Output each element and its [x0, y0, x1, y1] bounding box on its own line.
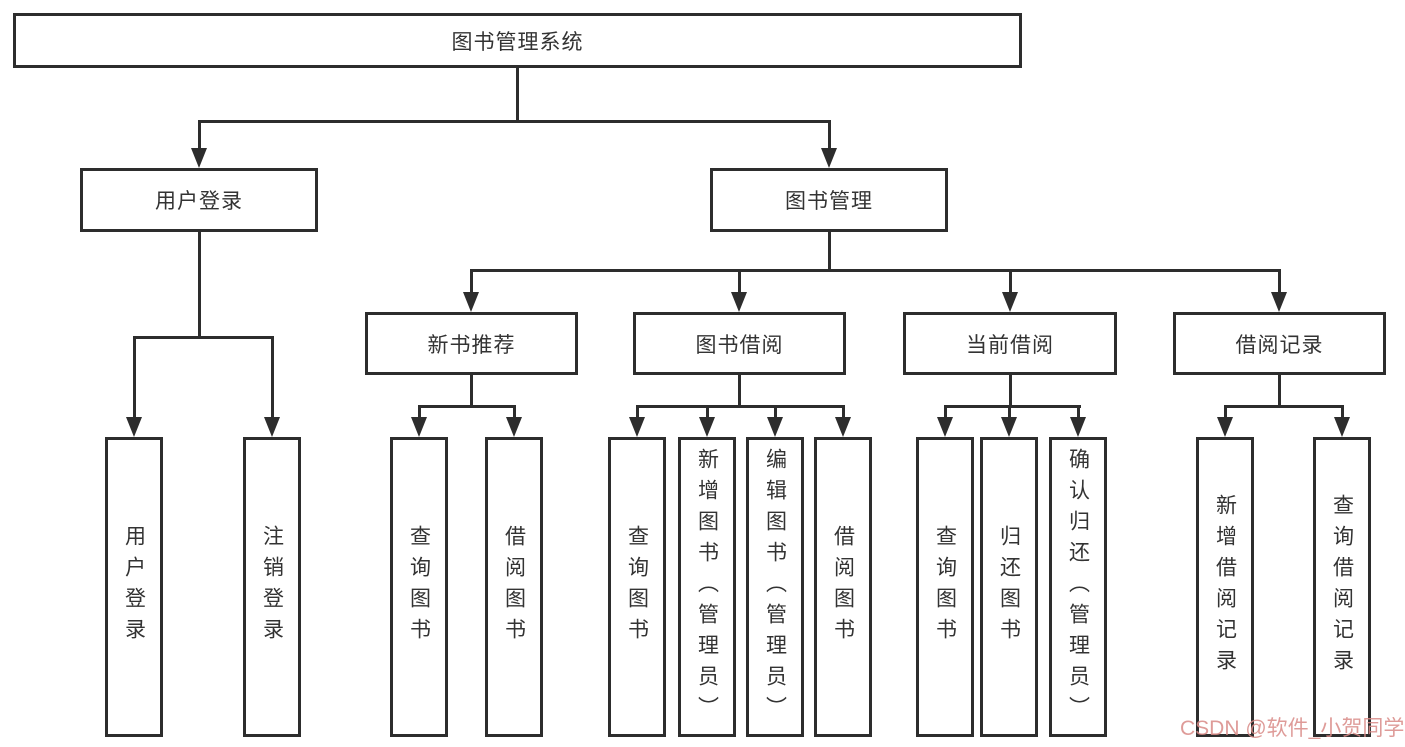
node-label: 图书借阅 — [695, 333, 784, 357]
connector-line — [1341, 405, 1344, 419]
node-label: 查询图书 — [933, 525, 957, 649]
connector-line — [418, 405, 516, 408]
node-query-borrow-record: 查询借阅记录 — [1313, 437, 1371, 737]
arrowhead-down — [264, 417, 280, 437]
watermark: CSDN @软件_小贺同学 — [1180, 717, 1405, 740]
connector-line — [1224, 405, 1227, 419]
connector-line — [738, 269, 741, 294]
node-label: 查询图书 — [625, 525, 649, 649]
arrowhead-down — [1217, 417, 1233, 437]
node-add-borrow-record: 新增借阅记录 — [1196, 437, 1254, 737]
node-label: 新增借阅记录 — [1213, 494, 1237, 680]
node-user-login-leaf: 用户登录 — [105, 437, 163, 737]
connector-line — [470, 269, 1281, 272]
node-new-book-recommend: 新书推荐 — [365, 312, 578, 375]
node-label: 用户登录 — [155, 190, 243, 213]
arrowhead-down — [506, 417, 522, 437]
connector-line — [1278, 269, 1281, 294]
connector-line — [418, 405, 421, 419]
node-user-login: 用户登录 — [80, 168, 318, 232]
node-label: 图书管理系统 — [451, 30, 584, 54]
arrowhead-down — [411, 417, 427, 437]
node-label: 编辑图书（管理员） — [763, 447, 787, 727]
node-label: 查询借阅记录 — [1330, 494, 1354, 680]
node-label: 注销登录 — [260, 525, 284, 649]
node-label: 归还图书 — [997, 525, 1021, 649]
connector-line — [198, 120, 201, 150]
connector-line — [636, 405, 845, 408]
node-add-book-admin: 新增图书（管理员） — [678, 437, 736, 737]
arrowhead-down — [1001, 417, 1017, 437]
connector-line — [1008, 405, 1011, 419]
node-library-system: 图书管理系统 — [13, 13, 1022, 68]
node-label: 借阅记录 — [1235, 333, 1324, 357]
arrowhead-down — [629, 417, 645, 437]
node-confirm-return-admin: 确认归还（管理员） — [1049, 437, 1107, 737]
connector-line — [470, 375, 473, 408]
arrowhead-down — [463, 292, 479, 312]
node-borrowing-records: 借阅记录 — [1173, 312, 1386, 375]
connector-line — [738, 375, 741, 408]
connector-line — [516, 68, 519, 123]
connector-line — [198, 120, 831, 123]
connector-line — [1224, 405, 1343, 408]
node-label: 借阅图书 — [831, 525, 855, 649]
node-return-books: 归还图书 — [980, 437, 1038, 737]
node-query-books-current: 查询图书 — [916, 437, 974, 737]
connector-line — [944, 405, 947, 419]
connector-line — [1009, 269, 1012, 294]
node-label: 查询图书 — [407, 525, 431, 649]
node-book-borrowing: 图书借阅 — [633, 312, 846, 375]
arrowhead-down — [1334, 417, 1350, 437]
arrowhead-down — [835, 417, 851, 437]
connector-line — [636, 405, 639, 419]
node-label: 借阅图书 — [502, 525, 526, 649]
connector-line — [706, 405, 709, 419]
connector-line — [133, 336, 274, 339]
node-label: 新书推荐 — [427, 333, 516, 357]
node-current-borrowing: 当前借阅 — [903, 312, 1117, 375]
node-label: 新增图书（管理员） — [695, 447, 719, 727]
node-label: 图书管理 — [785, 190, 873, 213]
arrowhead-down — [1070, 417, 1086, 437]
connector-line — [133, 336, 136, 419]
node-borrow-books-leaf: 借阅图书 — [814, 437, 872, 737]
arrowhead-down — [731, 292, 747, 312]
connector-line — [513, 405, 516, 419]
node-edit-book-admin: 编辑图书（管理员） — [746, 437, 804, 737]
node-query-books-borrowing: 查询图书 — [608, 437, 666, 737]
connector-line — [198, 232, 201, 338]
node-label: 当前借阅 — [966, 333, 1054, 357]
arrowhead-down — [126, 417, 142, 437]
connector-line — [1009, 375, 1012, 408]
node-label: 确认归还（管理员） — [1066, 447, 1090, 727]
connector-line — [842, 405, 845, 419]
connector-line — [828, 232, 831, 272]
connector-line — [1077, 405, 1080, 419]
node-logout: 注销登录 — [243, 437, 301, 737]
connector-line — [1278, 375, 1281, 408]
connector-line — [774, 405, 777, 419]
connector-line — [271, 336, 274, 419]
connector-line — [828, 120, 831, 150]
arrowhead-down — [1002, 292, 1018, 312]
arrowhead-down — [1271, 292, 1287, 312]
arrowhead-down — [821, 148, 837, 168]
arrowhead-down — [937, 417, 953, 437]
node-query-books-recommend: 查询图书 — [390, 437, 448, 737]
arrowhead-down — [767, 417, 783, 437]
node-label: 用户登录 — [122, 525, 146, 649]
arrowhead-down — [191, 148, 207, 168]
connector-line — [944, 405, 1081, 408]
node-borrow-books-recommend: 借阅图书 — [485, 437, 543, 737]
node-book-management: 图书管理 — [710, 168, 948, 232]
arrowhead-down — [699, 417, 715, 437]
connector-line — [470, 269, 473, 294]
